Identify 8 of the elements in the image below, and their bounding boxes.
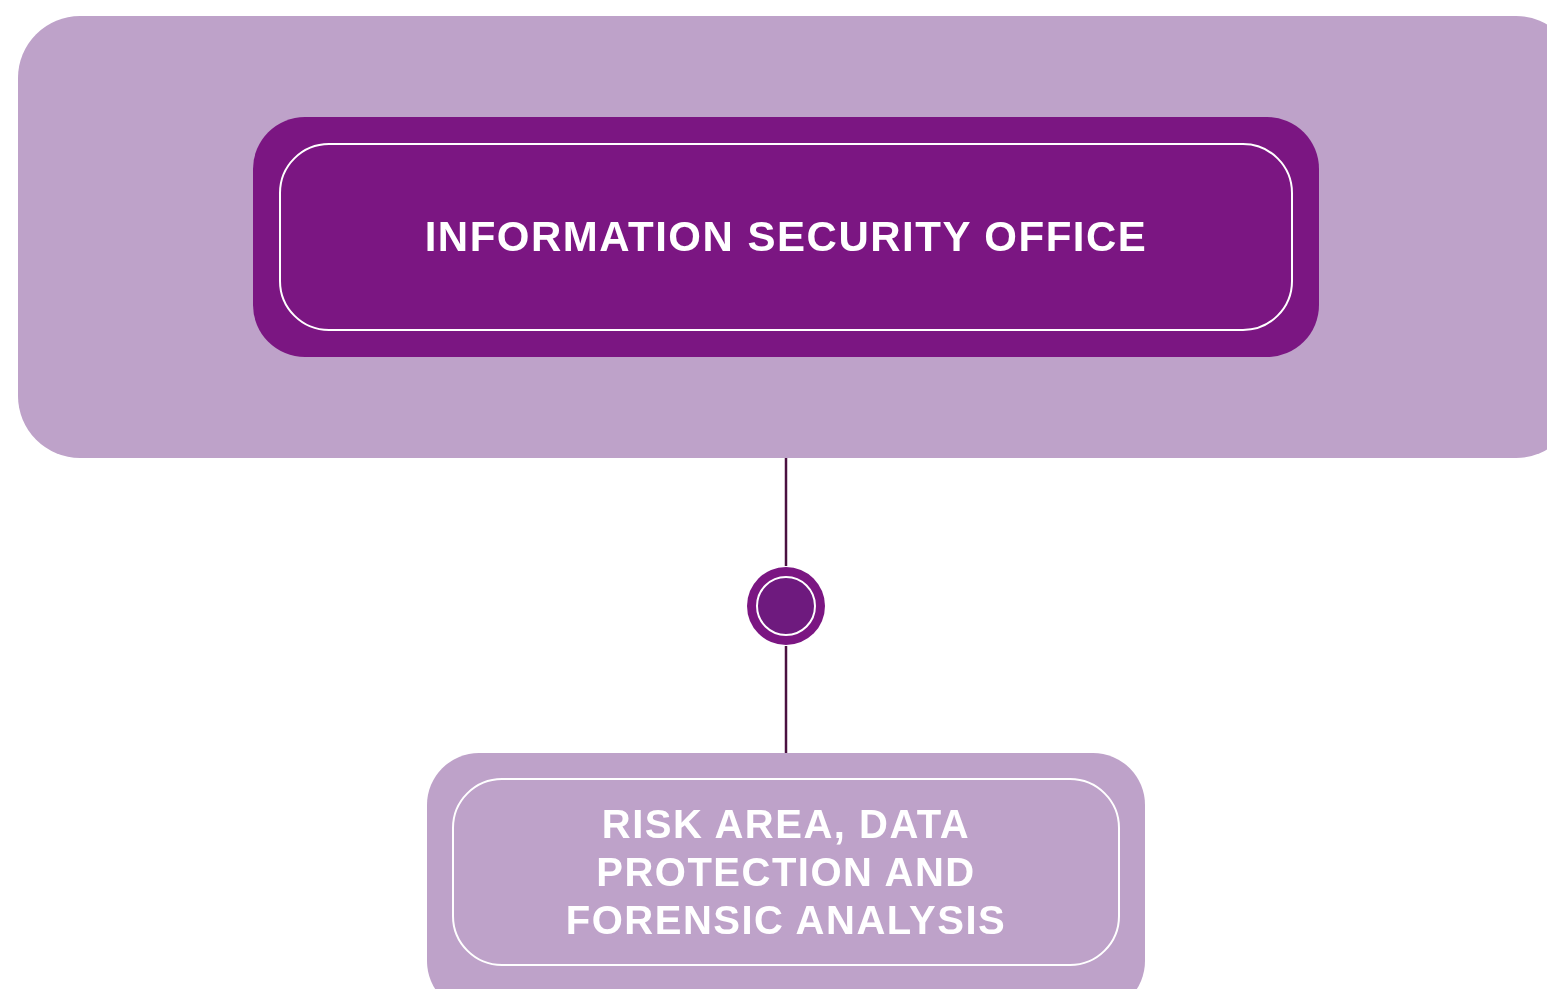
- connector-line: [784, 646, 788, 753]
- node-label: RISK AREA, DATA PROTECTION AND FORENSIC ANALYSIS: [564, 801, 1008, 944]
- background-panel: [18, 16, 1547, 458]
- connector-circle: [746, 566, 826, 646]
- title-box: [253, 117, 1319, 357]
- connector-line: [784, 458, 788, 566]
- title-box: [427, 753, 1145, 989]
- node-label: INFORMATION SECURITY OFFICE: [424, 211, 1148, 262]
